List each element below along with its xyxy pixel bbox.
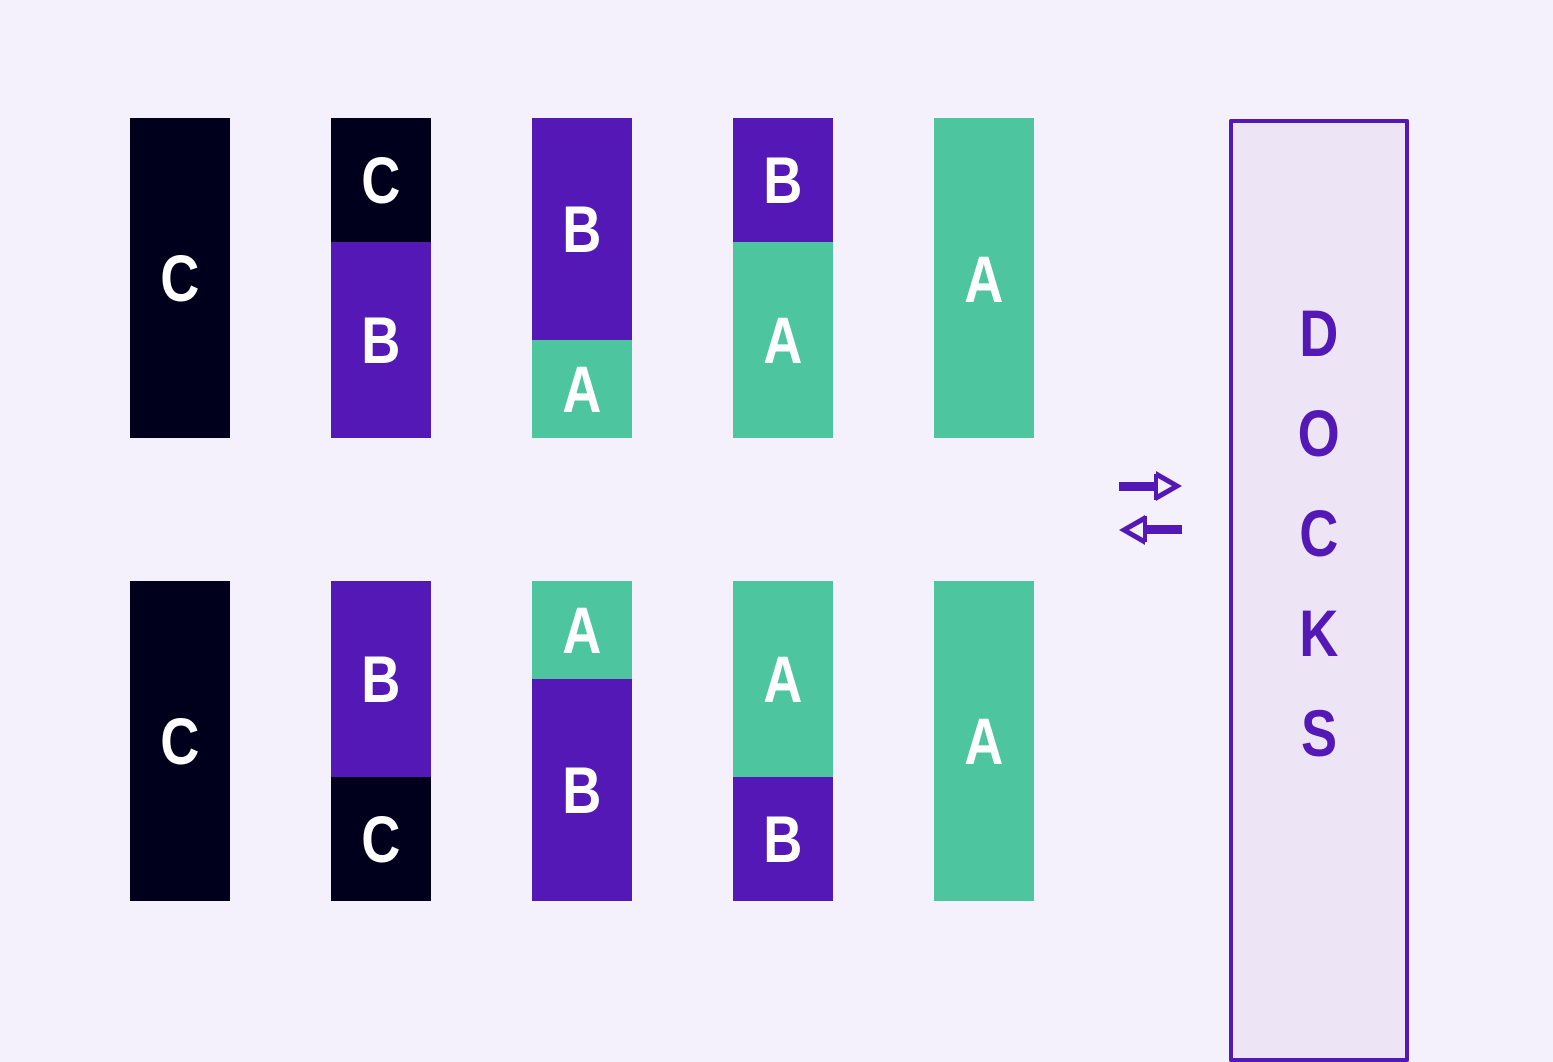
segment: B (331, 242, 431, 438)
segment-label: A (964, 704, 1004, 778)
segment: B (532, 679, 632, 901)
segment: A (532, 340, 632, 438)
segment-label: C (160, 704, 200, 778)
segment-label: B (763, 143, 803, 217)
segment-label: B (361, 642, 401, 716)
column-top-5: A (934, 118, 1034, 438)
segment: B (733, 777, 833, 901)
segment-label: B (763, 802, 803, 876)
segment-label: A (964, 242, 1004, 316)
segment: A (934, 581, 1034, 901)
segment-label: B (562, 192, 602, 266)
segment: C (331, 777, 431, 901)
segment-label: A (763, 303, 803, 377)
segment: A (934, 118, 1034, 438)
segment: A (733, 242, 833, 438)
column-top-1: C (130, 118, 230, 438)
segment-label: A (763, 642, 803, 716)
column-bottom-5: A (934, 581, 1034, 901)
docks-panel: D O C K S (1229, 119, 1409, 1062)
segment-label: A (562, 352, 602, 426)
column-top-3: B A (532, 118, 632, 438)
column-bottom-3: A B (532, 581, 632, 901)
segment: B (532, 118, 632, 340)
segment-label: A (562, 593, 602, 667)
dock-letter: S (1300, 696, 1338, 770)
dock-letter: O (1297, 396, 1341, 470)
segment-label: C (361, 143, 401, 217)
column-bottom-4: A B (733, 581, 833, 901)
segment: A (733, 581, 833, 777)
segment: B (733, 118, 833, 242)
column-bottom-2: B C (331, 581, 431, 901)
bidirectional-arrows-icon (1112, 466, 1188, 553)
column-top-4: B A (733, 118, 833, 438)
segment: C (331, 118, 431, 242)
column-bottom-1: C (130, 581, 230, 901)
segment: A (532, 581, 632, 679)
segment-label: B (361, 303, 401, 377)
dock-letter: C (1299, 496, 1339, 570)
dock-letter: D (1299, 296, 1339, 370)
dock-letter: K (1299, 596, 1339, 670)
segment: C (130, 118, 230, 438)
segment: B (331, 581, 431, 777)
segment-label: C (160, 241, 200, 315)
segment: C (130, 581, 230, 901)
segment-label: C (361, 802, 401, 876)
column-top-2: C B (331, 118, 431, 438)
segment-label: B (562, 753, 602, 827)
